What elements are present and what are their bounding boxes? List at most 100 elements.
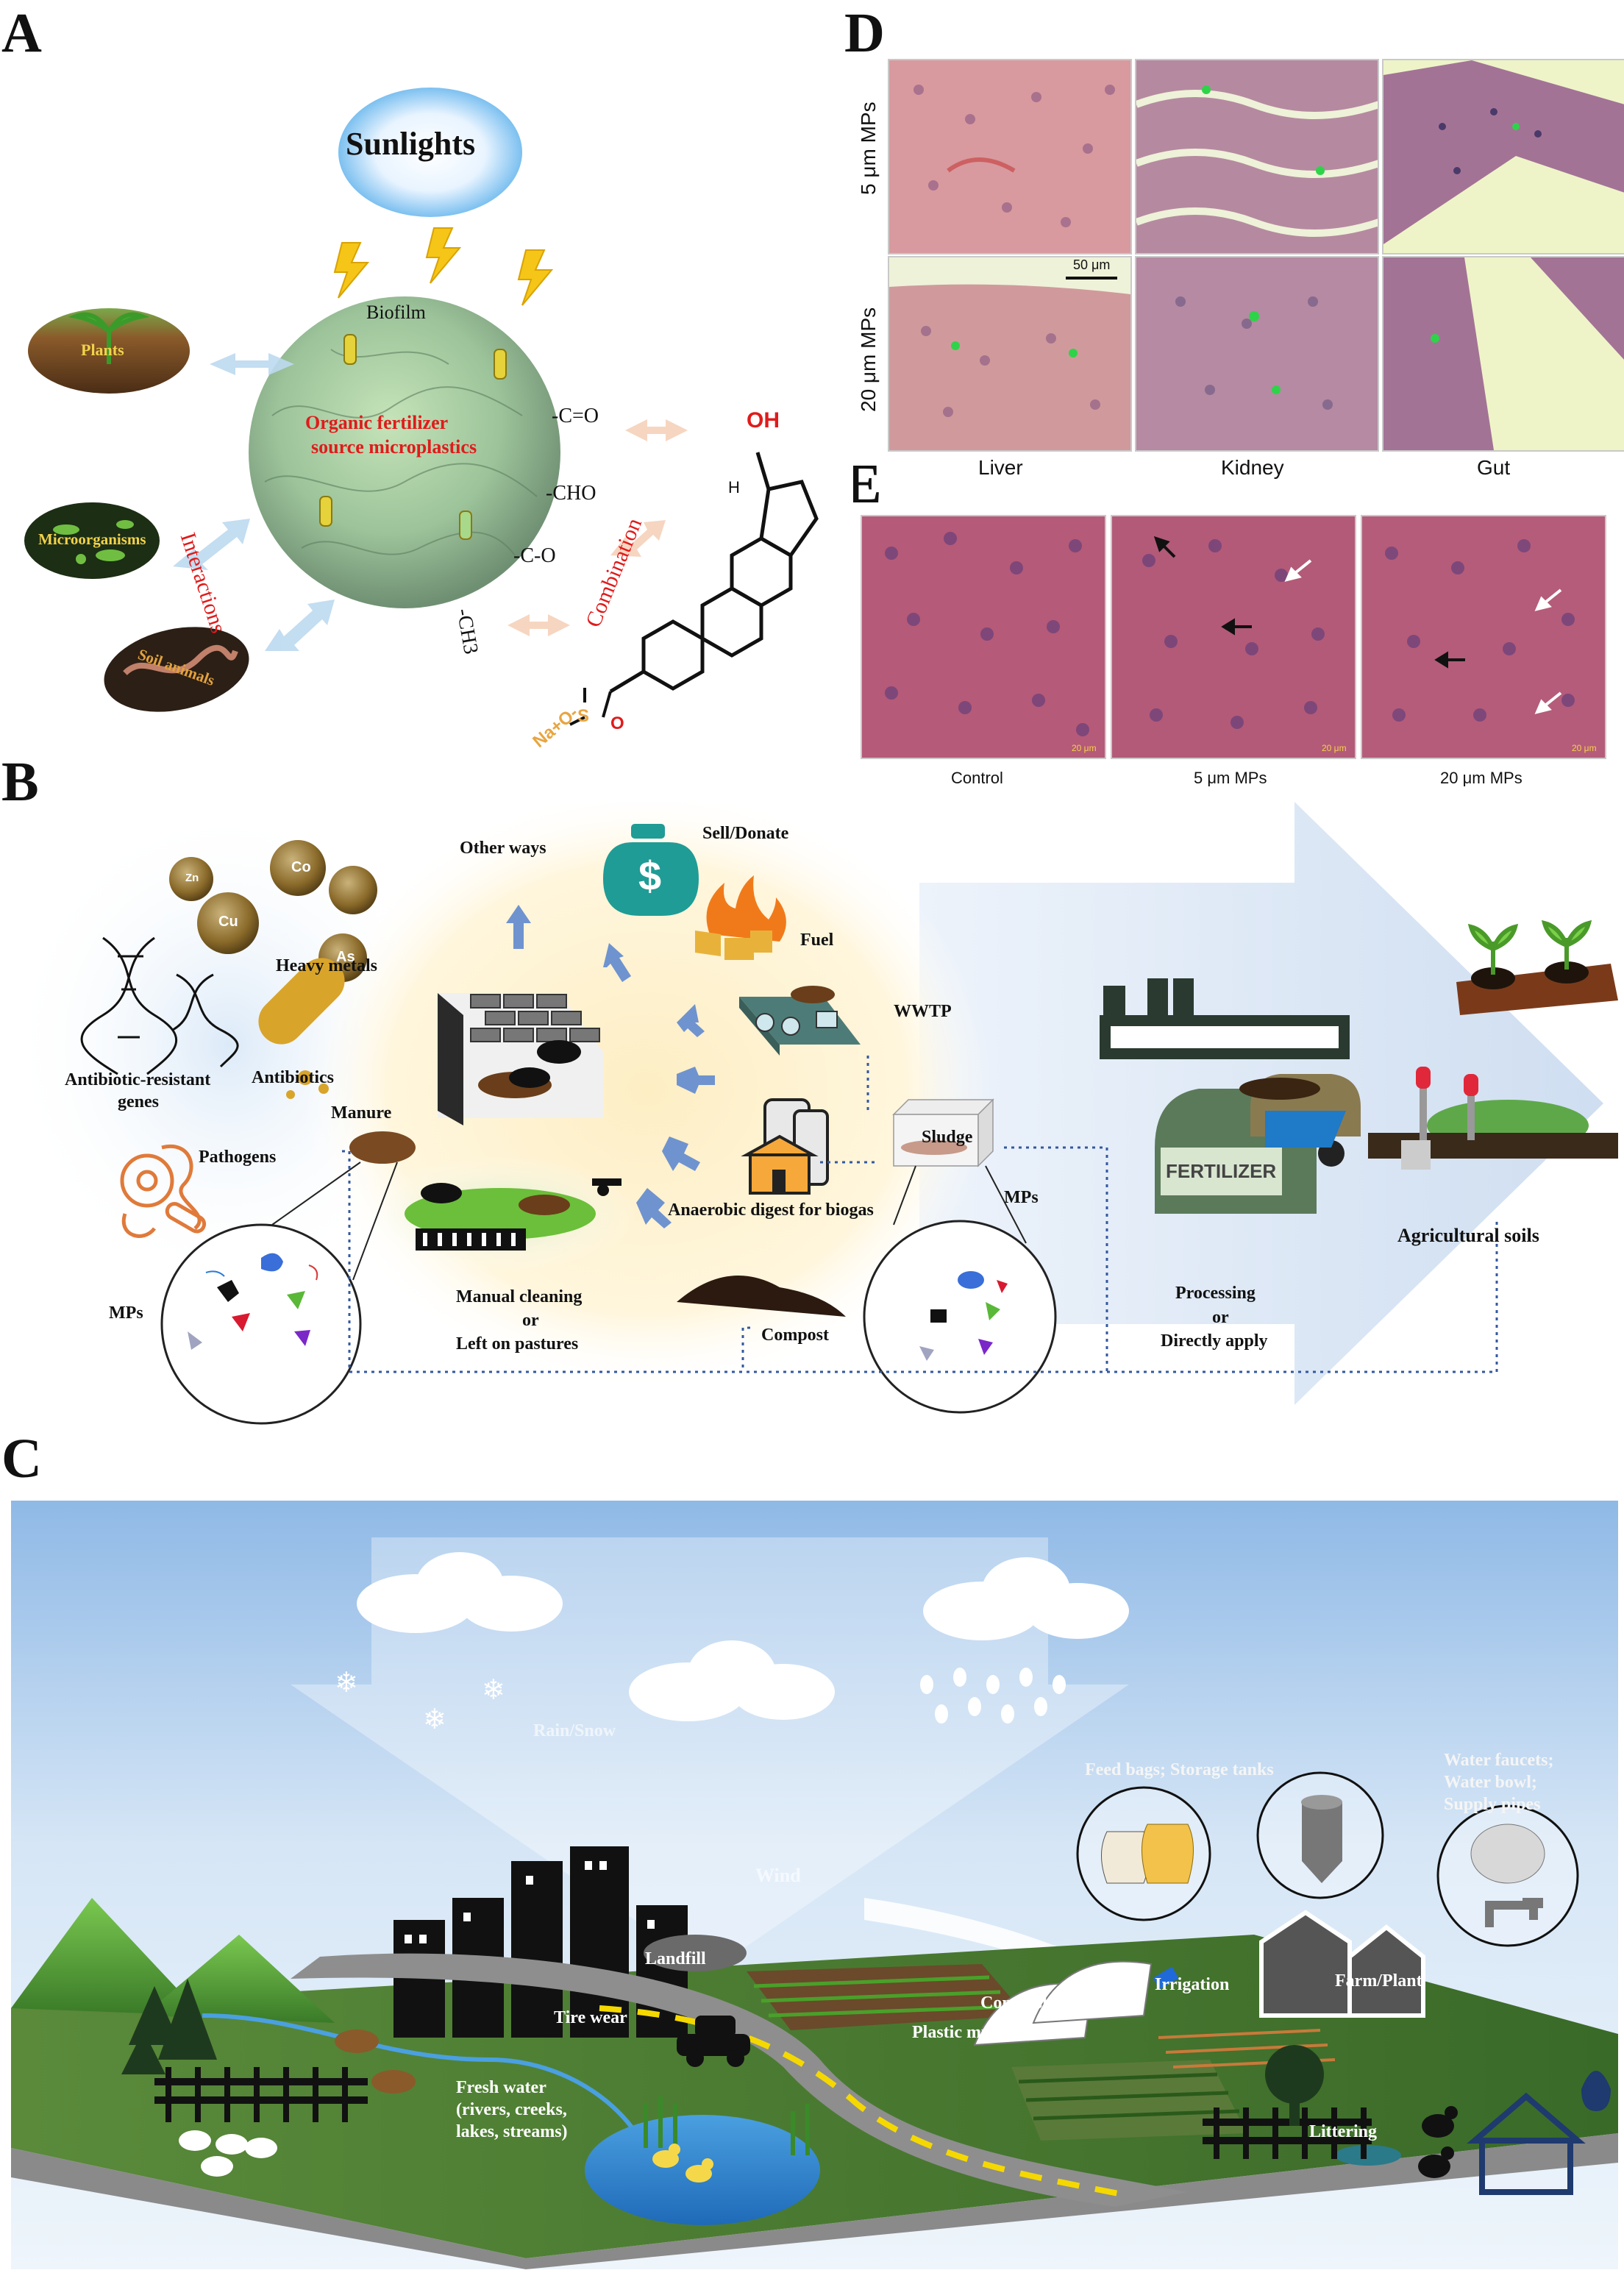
sludge-box-icon [892, 1098, 994, 1167]
house-icon [1467, 2092, 1586, 2195]
scale-5um-label: 20 μm [1322, 743, 1347, 753]
directly-apply-label: Directly apply [1161, 1331, 1268, 1351]
heavy-metals-icon [169, 840, 377, 982]
processing-label: Processing [1175, 1284, 1256, 1303]
plastic-mulches-label: Plastic mulches [912, 2023, 1028, 2042]
col-label-control: Control [951, 769, 1003, 787]
biogas-digester-icon [741, 1098, 829, 1195]
antibiotics-label: Antibiotics [252, 1068, 335, 1087]
rain-snow-label: Rain/Snow [533, 1721, 616, 1740]
row-label-20um: 20 μm MPs [857, 307, 880, 412]
molecule-oh-label: OH [747, 408, 780, 433]
water-bowl-label: Water bowl; [1444, 1773, 1537, 1792]
pathogens-label: Pathogens [199, 1148, 277, 1167]
fertilizer-plant-icon [1100, 978, 1361, 1214]
panel-a-graphic [22, 70, 853, 747]
organic-fertilizer-label: Organic fertilizer [305, 412, 449, 433]
panel-letter-d: D [844, 2, 885, 64]
wind-label: Wind [755, 1865, 801, 1886]
panel-letter-b: B [1, 751, 39, 813]
duck-icon [652, 2144, 713, 2183]
manual-cleaning-label: Manual cleaning [456, 1287, 583, 1306]
col-label-20um-mps: 20 μm MPs [1440, 769, 1522, 787]
seedlings-icon [1456, 919, 1618, 1015]
compost-sludge-label: Compost/Sludge [980, 1993, 1105, 2013]
mps-left-label: MPs [109, 1303, 143, 1323]
wind-arrow-icon [864, 1898, 1158, 2016]
farmhouse-icon [1347, 1924, 1425, 2018]
compost-label: Compost [761, 1326, 830, 1345]
microplastics-source-label: source microplastics [311, 436, 477, 458]
supply-pipes-label: Supply pipes [1444, 1795, 1541, 1814]
col-label-5um-mps: 5 μm MPs [1194, 769, 1267, 787]
pasture-icon [405, 1178, 622, 1251]
micrograph-5um: 20 μm [1111, 515, 1356, 759]
scale-bar-label: 50 μm [1073, 257, 1111, 272]
microorganisms-label: Microorganisms [38, 530, 146, 548]
mps-circle-left-icon [160, 1223, 362, 1425]
fence-left-icon [154, 2067, 368, 2122]
water-faucets-label: Water faucets; [1444, 1751, 1554, 1770]
col-label-kidney: Kidney [1221, 456, 1284, 479]
arg-label-line1: Antibiotic-resistant [65, 1070, 211, 1089]
micrograph-gut-20um [1382, 256, 1624, 452]
agricultural-soils-label: Agricultural soils [1397, 1225, 1539, 1246]
water-faucet-icon [1470, 1824, 1545, 1927]
svg-text:❄: ❄ [423, 1704, 446, 1735]
storage-tank-icon [1301, 1795, 1342, 1883]
landfill-label: Landfill [645, 1949, 706, 1968]
irrigation-pipe-icon [1153, 1966, 1179, 1990]
group-carbonyl-label: -C=O [552, 405, 599, 427]
panel-letter-a: A [1, 2, 42, 64]
col-label-liver: Liver [978, 456, 1023, 479]
tree-icon [121, 1979, 217, 2074]
biogas-label: Anaerobic digest for biogas [668, 1200, 874, 1220]
panel-d: 5 μm MPs 20 μm MPs 50 μm Liver Kidney Gu… [857, 51, 1624, 485]
fresh-water-label: Fresh water [456, 2078, 546, 2097]
dollar-icon: $ [638, 853, 662, 899]
tree-right-icon [1265, 2045, 1324, 2126]
money-bag-icon [603, 824, 699, 916]
steroid-molecule-icon [609, 452, 819, 694]
fertilizer-bag-label: FERTILIZER [1166, 1160, 1277, 1182]
fresh-water-lakes-label: lakes, streams) [456, 2122, 568, 2141]
tire-wear-label: Tire wear [554, 2008, 627, 2027]
cloud-icon [357, 1552, 1129, 1721]
scale-control-label: 20 μm [1072, 743, 1097, 753]
col-label-gut: Gut [1477, 456, 1511, 479]
fuel-label: Fuel [800, 931, 834, 950]
pastures-label: Left on pastures [456, 1334, 579, 1354]
landfill-icon [644, 1935, 747, 1971]
micrograph-20um: 20 μm [1361, 515, 1606, 759]
micrograph-liver-20um: 50 μm [888, 256, 1132, 452]
row-label-5um: 5 μm MPs [857, 102, 880, 195]
manure-label: Manure [331, 1103, 392, 1123]
fire-icon [695, 875, 786, 960]
panel-b-graphic [15, 802, 1618, 1425]
panel-letter-c: C [1, 1428, 42, 1490]
group-aldehyde-label: -CHO [546, 482, 596, 505]
irrigation-label: Irrigation [1155, 1975, 1230, 1994]
panel-c-graphic: ❄ ❄ ❄ [11, 1501, 1618, 2269]
svg-text:❄: ❄ [335, 1668, 358, 1698]
other-ways-label: Other ways [460, 839, 546, 858]
micrograph-kidney-20um [1135, 256, 1379, 452]
greenhouse-icon [973, 1960, 1153, 2046]
metal-co: Co [291, 859, 311, 875]
sun-icon [338, 88, 522, 217]
pathogens-icon [120, 1144, 207, 1238]
scale-20um-label: 20 μm [1572, 743, 1597, 753]
molecule-s-label: S [577, 706, 590, 726]
sunlights-label: Sunlights [346, 126, 476, 162]
manual-or-label: or [522, 1311, 539, 1330]
manure-pile-icon [349, 1131, 416, 1164]
mps-circle-right-icon [863, 1220, 1057, 1414]
metal-as: As [336, 949, 355, 965]
svg-text:❄: ❄ [482, 1675, 505, 1706]
group-ether-label: -C-O [513, 544, 556, 567]
sludge-label: Sludge [922, 1128, 973, 1147]
livestock-barn-icon [438, 993, 603, 1125]
snowflake-icon: ❄ ❄ ❄ [335, 1668, 505, 1735]
arg-label-line2: genes [118, 1092, 159, 1111]
litter-icon [1335, 2145, 1401, 2166]
